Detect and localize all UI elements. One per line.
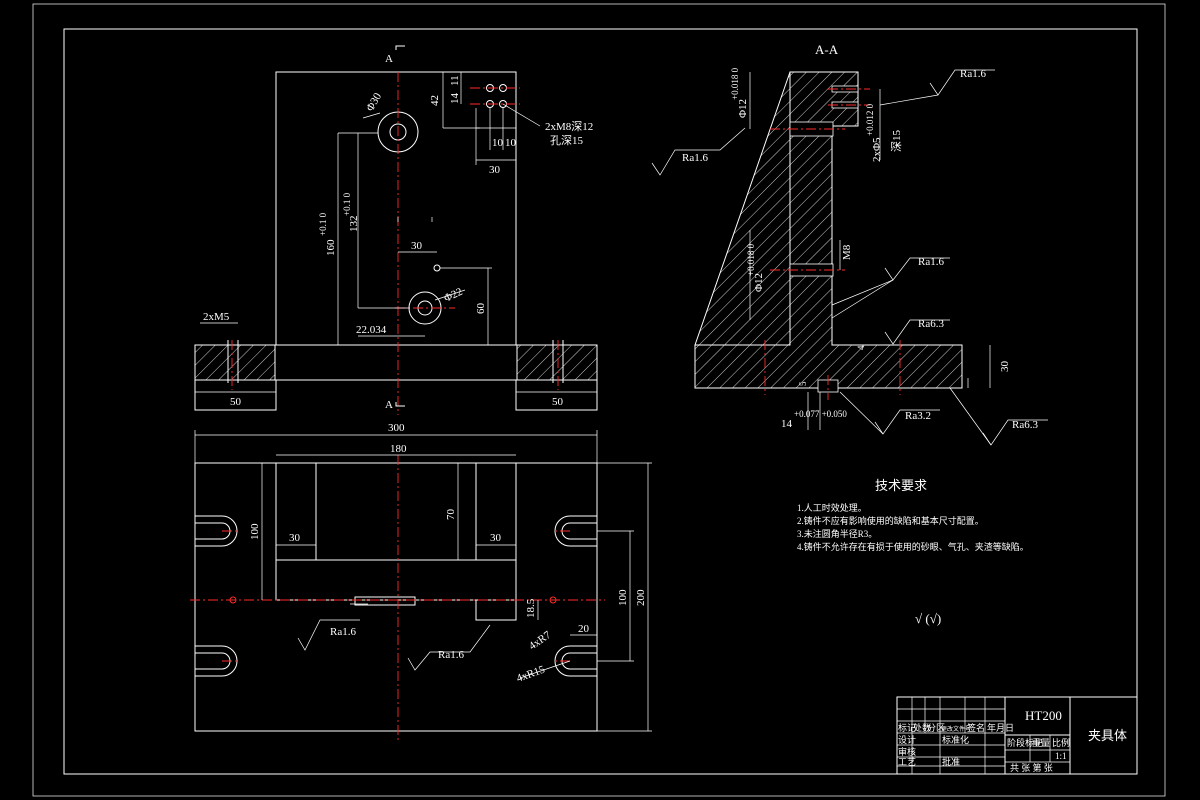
tb-approve: 批准 xyxy=(942,756,960,767)
rough-bottom-right: Ra6.3 xyxy=(1012,419,1038,431)
dim-phi12-top-tol: +0.018 0 xyxy=(730,67,740,100)
dim-50-right: 50 xyxy=(552,396,564,408)
dim-depth15: 深15 xyxy=(890,130,903,152)
callout-thread: 2xM8深12 xyxy=(545,120,593,133)
dim-42: 42 xyxy=(429,95,441,106)
section-label-bottom: A xyxy=(385,399,393,411)
dim-50-left: 50 xyxy=(230,396,242,408)
dim-22034: 22.034 xyxy=(356,324,387,336)
tb-date: 年月日 xyxy=(987,722,1014,733)
title-block: 标记 处数 分区 更改文件号 签名 年月日 设计 标准化 审核 工艺 批准 HT… xyxy=(896,696,1138,775)
dim-300: 300 xyxy=(388,422,405,434)
dim-phi12-mid-tol: +0.018 0 xyxy=(746,243,756,276)
dim-160: 160 xyxy=(325,239,337,256)
tb-mark: 标记 xyxy=(898,722,916,733)
dim-70: 70 xyxy=(445,509,457,521)
tech-item-4: 4.铸件不允许存在有损于使用的砂眼、气孔、夹渣等缺陷。 xyxy=(797,541,1029,552)
tb-change: 更改文件号 xyxy=(941,725,971,733)
tb-sheets: 共 张 第 张 xyxy=(1010,762,1053,773)
dim-11: 11 xyxy=(449,75,461,86)
tb-weight: 重量 xyxy=(1032,737,1050,748)
rough-mid-right: Ra1.6 xyxy=(918,256,944,268)
rough-base-top: Ra6.3 xyxy=(918,318,944,330)
tb-process: 工艺 xyxy=(898,757,916,767)
dim-200: 200 xyxy=(635,589,647,606)
dim-30-section: 30 xyxy=(999,361,1011,373)
section-label-top: A xyxy=(385,53,393,65)
callout-hole-depth: 孔深15 xyxy=(550,134,583,147)
dim-m8: M8 xyxy=(841,244,853,260)
dim-185: 18.5 xyxy=(525,598,537,618)
dim-60: 60 xyxy=(475,303,487,315)
tb-scale: 1:1 xyxy=(1055,751,1067,761)
dim-14: 14 xyxy=(449,93,461,105)
dim-132: 132 xyxy=(348,216,360,233)
dim-20: 20 xyxy=(578,623,590,635)
dim-phi30: Φ30 xyxy=(364,91,384,114)
section-view-title: A-A xyxy=(815,42,839,57)
sheet-inner-border xyxy=(63,28,1138,775)
front-view: A A Φ30 Φ22 160 +0.1 0 132 +0.1 0 42 14 … xyxy=(194,45,598,415)
dim-30-right: 30 xyxy=(490,532,502,544)
tb-sign: 签名 xyxy=(967,722,985,733)
rough-plan-1: Ra1.6 xyxy=(330,626,356,638)
tech-requirements: 技术要求 1.人工时效处理。 2.铸件不应有影响使用的缺陷和基本尺寸配置。 3.… xyxy=(797,478,1029,626)
dim-phi12-top: Φ12 xyxy=(737,99,749,118)
dim-180: 180 xyxy=(390,443,407,455)
rough-top-right: Ra1.6 xyxy=(960,68,986,80)
dim-30-left: 30 xyxy=(289,532,301,544)
dim-30-mid: 30 xyxy=(411,240,423,252)
tech-title: 技术要求 xyxy=(875,478,927,493)
tb-stage-mark: 阶段标记 xyxy=(1007,737,1043,748)
tb-zone: 分区 xyxy=(927,723,945,733)
dim-2xphi5: 2xΦ5 xyxy=(871,137,883,162)
tb-material: HT200 xyxy=(1025,708,1062,723)
tb-design: 设计 xyxy=(898,734,916,745)
dim-132-tol: +0.1 0 xyxy=(342,192,352,216)
sheet-outer-border xyxy=(32,3,1166,797)
dim-phi22: Φ22 xyxy=(442,286,464,305)
dim-100-left: 100 xyxy=(249,523,261,540)
section-view: A-A Ra1.6 Ra1.6 Ra1.6 Ra6.3 Ra3.2 Ra6.3 … xyxy=(651,42,1048,446)
general-roughness: √ (√) xyxy=(915,611,941,626)
callout-4xr15: 4xR15 xyxy=(515,663,547,684)
tech-item-2: 2.铸件不应有影响使用的缺陷和基本尺寸配置。 xyxy=(797,515,984,526)
rough-bottom-mid: Ra3.2 xyxy=(905,410,931,422)
tech-item-3: 3.未注圆角半径R3。 xyxy=(797,528,877,539)
rough-left: Ra1.6 xyxy=(682,152,708,164)
dim-30-top: 30 xyxy=(489,164,501,176)
dim-10b: 10 xyxy=(505,137,517,149)
callout-4x87: 4xR7 xyxy=(527,629,554,653)
tb-count: 处数 xyxy=(913,722,931,733)
tb-ratio: 比例 xyxy=(1052,737,1070,748)
dim-4: 4 xyxy=(856,345,866,350)
dim-phi12-mid: Φ12 xyxy=(753,273,765,292)
tb-standard: 标准化 xyxy=(942,734,969,745)
plan-view: 300 180 100 30 70 30 100 200 18.5 20 4xR… xyxy=(190,422,652,740)
tb-review: 审核 xyxy=(898,746,916,757)
dim-10a: 10 xyxy=(492,137,504,149)
dim-2xm5: 2xM5 xyxy=(203,311,230,323)
dim-5: 5 xyxy=(798,381,808,386)
dim-14-section-tol: +0.077 +0.050 xyxy=(794,409,847,419)
tb-part-name: 夹具体 xyxy=(1088,728,1127,743)
dim-160-tol: +0.1 0 xyxy=(318,212,328,236)
dim-14-section: 14 xyxy=(781,418,793,430)
dim-100-right: 100 xyxy=(617,589,629,606)
rough-plan-2: Ra1.6 xyxy=(438,649,464,661)
dim-2xphi5-tol: +0.012 0 xyxy=(865,103,875,136)
tech-item-1: 1.人工时效处理。 xyxy=(797,502,867,513)
